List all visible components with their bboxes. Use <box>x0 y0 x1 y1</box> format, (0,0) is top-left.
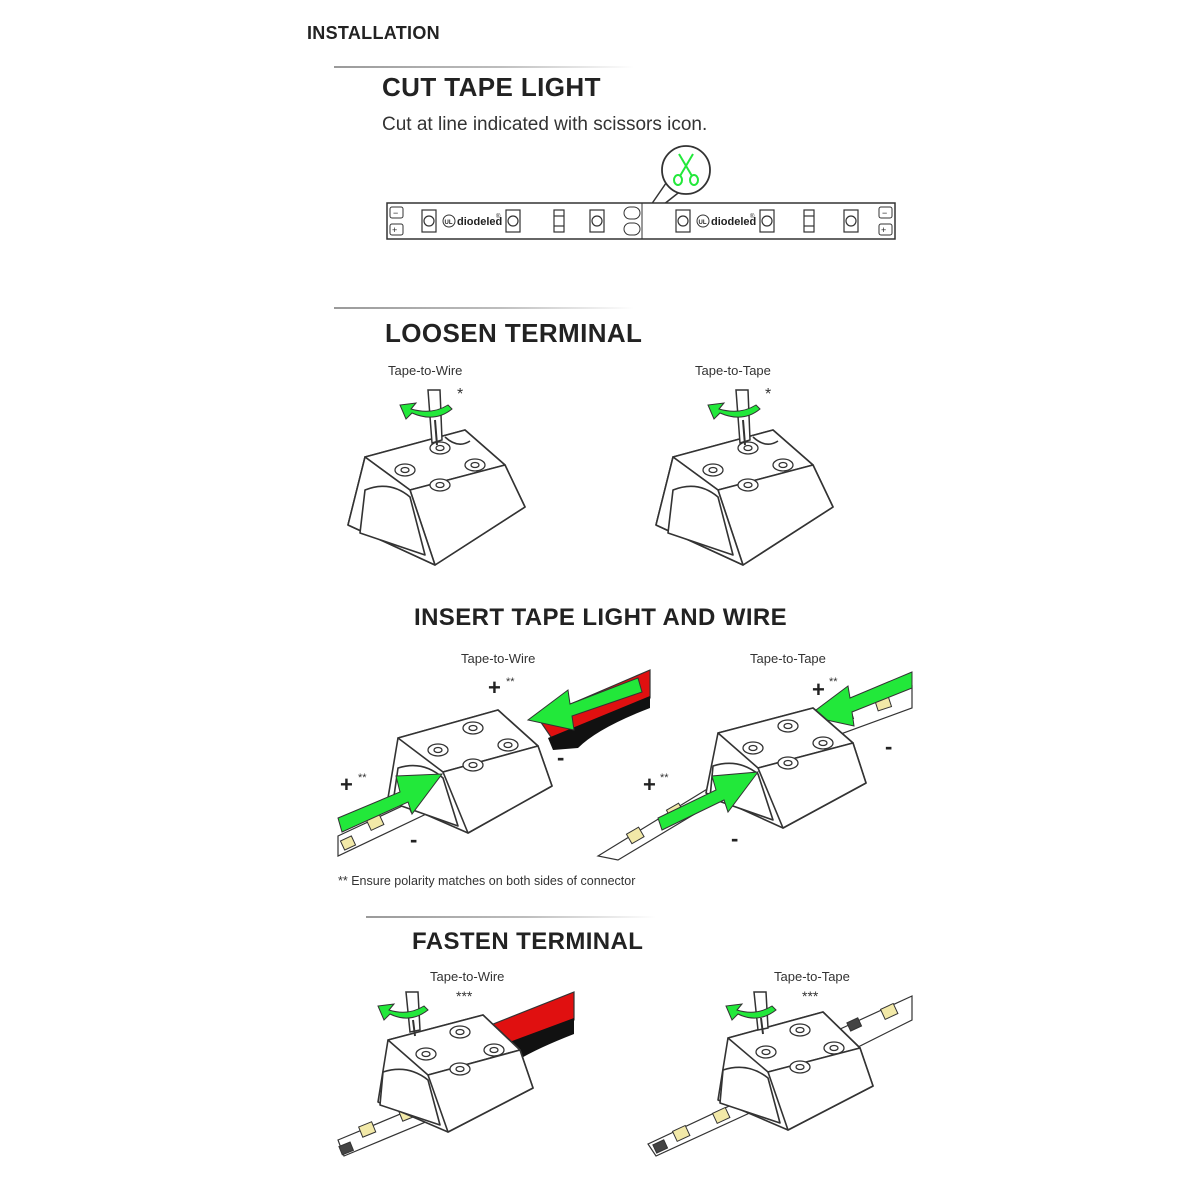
svg-text:®: ® <box>750 213 755 220</box>
polarity-note-mark: ** <box>660 772 669 784</box>
led-tape-strip: − + − + UL diodeled ® UL diodeled ® <box>386 202 896 240</box>
rotate-arrow-icon <box>707 402 761 420</box>
svg-text:diodeled: diodeled <box>711 216 756 228</box>
insert-left-label: Tape-to-Wire <box>461 651 536 666</box>
svg-text:+: + <box>392 225 397 235</box>
polarity-note-mark: ** <box>506 676 515 688</box>
cut-instruction: Cut at line indicated with scissors icon… <box>382 114 708 135</box>
svg-text:+: + <box>881 225 886 235</box>
polarity-plus-top-left: + <box>488 675 502 700</box>
connector-tape-to-tape-loosen <box>655 389 834 566</box>
fasten-right-label: Tape-to-Tape <box>774 969 850 984</box>
polarity-plus-top-right: + <box>812 677 826 702</box>
loosen-right-note-mark: * <box>765 386 772 403</box>
cut-section-title: CUT TAPE LIGHT <box>382 72 601 102</box>
polarity-plus-bottom-right: + <box>643 772 657 797</box>
fasten-section-title: FASTEN TERMINAL <box>412 928 644 955</box>
insert-section-title: INSERT TAPE LIGHT AND WIRE <box>414 604 788 631</box>
insert-right-label: Tape-to-Tape <box>750 651 826 666</box>
fasten-right-note-mark: *** <box>802 988 819 1004</box>
polarity-minus-right-top: - <box>885 734 893 759</box>
polarity-plus-bottom-left: + <box>340 772 354 797</box>
rotate-arrow-icon <box>725 1003 777 1021</box>
brand-label-right: UL diodeled ® <box>696 213 756 228</box>
svg-text:−: − <box>393 208 398 218</box>
polarity-note-mark: ** <box>358 772 367 784</box>
polarity-note-mark: ** <box>829 676 838 688</box>
polarity-minus-left-tape: - <box>410 827 418 852</box>
loosen-section-title: LOOSEN TERMINAL <box>385 318 643 348</box>
section-divider <box>334 66 634 68</box>
svg-text:®: ® <box>496 213 501 220</box>
fasten-left-label: Tape-to-Wire <box>430 969 505 984</box>
brand-label-left: UL diodeled ® <box>442 213 502 228</box>
svg-text:diodeled: diodeled <box>457 216 502 228</box>
insert-tape-to-tape-illustration <box>596 671 913 861</box>
svg-text:UL: UL <box>699 220 707 226</box>
loosen-right-label: Tape-to-Tape <box>695 363 771 378</box>
polarity-footnote: ** Ensure polarity matches on both sides… <box>338 874 636 888</box>
loosen-left-label: Tape-to-Wire <box>388 363 463 378</box>
scissors-icon <box>673 153 699 186</box>
connector-tape-to-wire-loosen <box>347 389 526 566</box>
polarity-minus-left-wire: - <box>557 745 565 770</box>
insert-arrow-icon <box>337 773 444 833</box>
rotate-arrow-icon <box>377 1003 429 1021</box>
fasten-tape-to-wire-illustration <box>337 991 575 1157</box>
section-divider <box>334 307 634 309</box>
fasten-tape-to-tape-illustration <box>647 991 913 1157</box>
insert-arrow-icon <box>657 771 760 831</box>
section-divider <box>366 916 656 918</box>
rotate-arrow-icon <box>399 402 453 420</box>
scissors-callout <box>641 145 711 221</box>
insert-tape-to-wire-illustration <box>337 669 651 857</box>
page-heading: INSTALLATION <box>307 23 440 43</box>
fasten-left-note-mark: *** <box>456 988 473 1004</box>
loosen-left-note-mark: * <box>457 386 464 403</box>
svg-text:−: − <box>882 208 887 218</box>
svg-text:UL: UL <box>445 220 453 226</box>
polarity-minus-right-bottom: - <box>731 826 739 851</box>
